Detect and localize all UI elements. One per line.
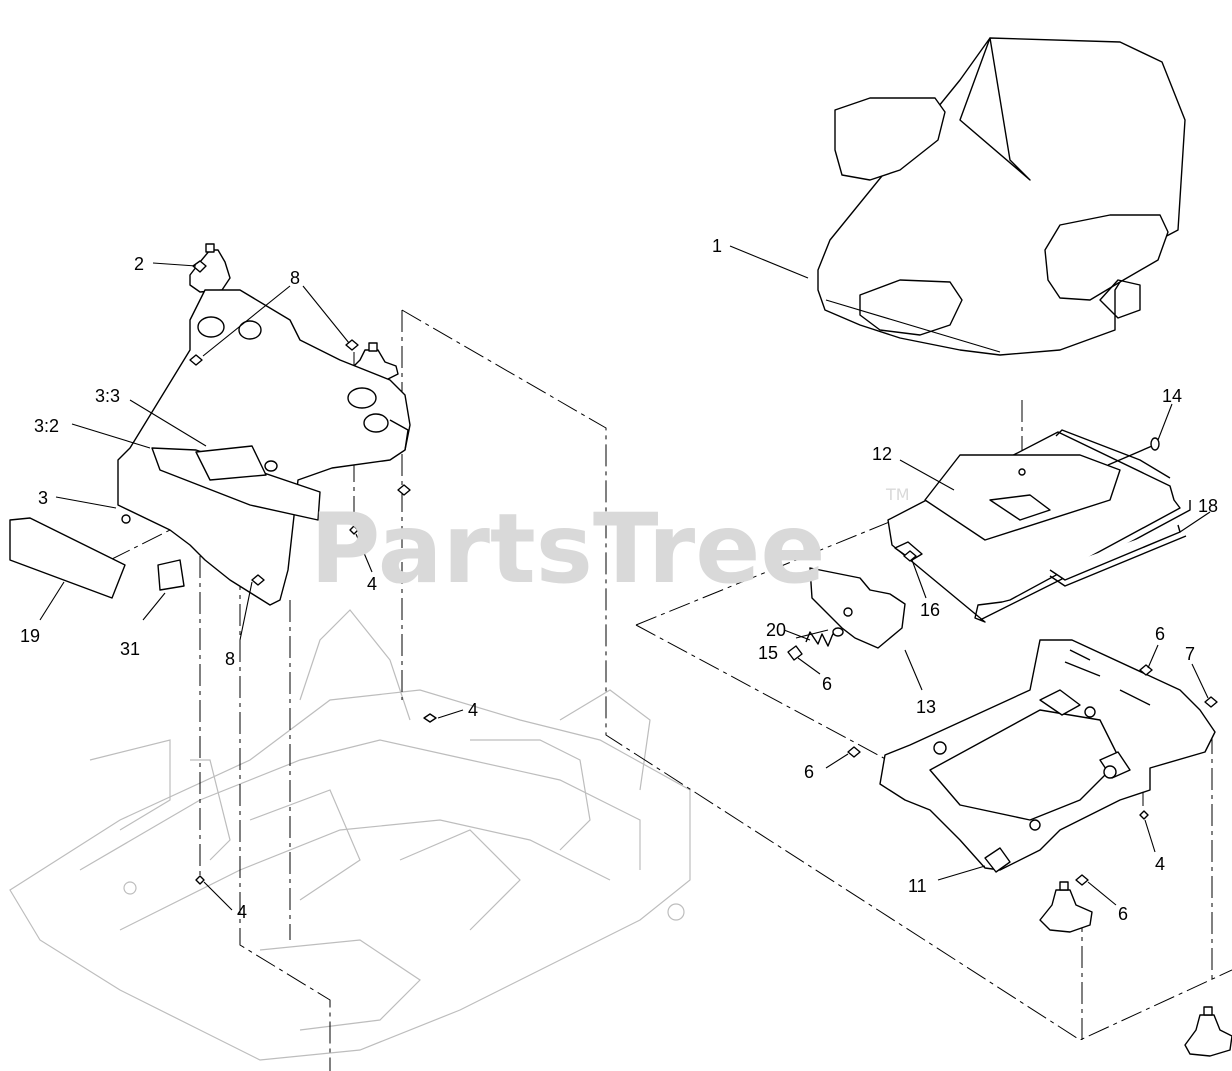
callout-6-plate-left: 6	[804, 762, 814, 782]
alignment-lines	[109, 309, 1232, 1071]
rod-18	[1049, 524, 1187, 587]
callout-11: 11	[908, 876, 927, 896]
callout-8-top: 8	[290, 268, 300, 288]
leader-lines	[39, 245, 1211, 911]
callout-4-plate: 4	[1155, 854, 1165, 874]
callout-1: 1	[712, 236, 722, 256]
plate-13	[809, 567, 906, 649]
screw-14	[1107, 437, 1160, 466]
callout-19: 19	[20, 626, 40, 646]
seat-bracket	[887, 429, 1191, 623]
callout-4-middle: 4	[468, 700, 478, 720]
callout-8-bottom: 8	[225, 649, 235, 669]
callout-7: 7	[1185, 644, 1195, 664]
watermark: PartsTree TM	[310, 485, 910, 605]
callout-14: 14	[1162, 386, 1182, 406]
callout-3-2: 3:2	[34, 416, 59, 436]
callout-20: 20	[766, 620, 786, 640]
callout-15: 15	[758, 643, 778, 663]
callout-4-lower: 4	[237, 902, 247, 922]
rubber-mount-lower-right	[1184, 1006, 1232, 1057]
spring-assembly	[787, 627, 844, 661]
watermark-trademark: TM	[885, 485, 910, 504]
callout-6-plate-top: 6	[1155, 624, 1165, 644]
callout-6-spring: 6	[822, 674, 832, 694]
callout-18: 18	[1198, 496, 1218, 516]
cover-panel	[117, 289, 411, 606]
callout-13: 13	[916, 697, 936, 717]
hardware	[189, 260, 1218, 886]
decal-19	[9, 517, 126, 599]
callout-31: 31	[120, 639, 140, 659]
callout-6-mount: 6	[1118, 904, 1128, 924]
seat	[817, 37, 1186, 356]
callout-2: 2	[134, 254, 144, 274]
callout-labels: 1 2 8 3:3 3:2 3 19 31 8 4 4 4 14 12 18 1…	[20, 236, 1218, 924]
callout-3: 3	[38, 488, 48, 508]
callout-12: 12	[872, 444, 892, 464]
decal-31	[157, 559, 185, 591]
mounting-plate	[879, 639, 1216, 873]
callout-16: 16	[920, 600, 940, 620]
chassis-frame-ghost	[9, 609, 691, 1061]
watermark-text: PartsTree	[310, 493, 825, 605]
rubber-mount-lower-center	[1039, 881, 1093, 933]
callout-4-upper: 4	[367, 574, 377, 594]
callout-3-3: 3:3	[95, 386, 120, 406]
rubber-mount-2	[189, 243, 231, 293]
